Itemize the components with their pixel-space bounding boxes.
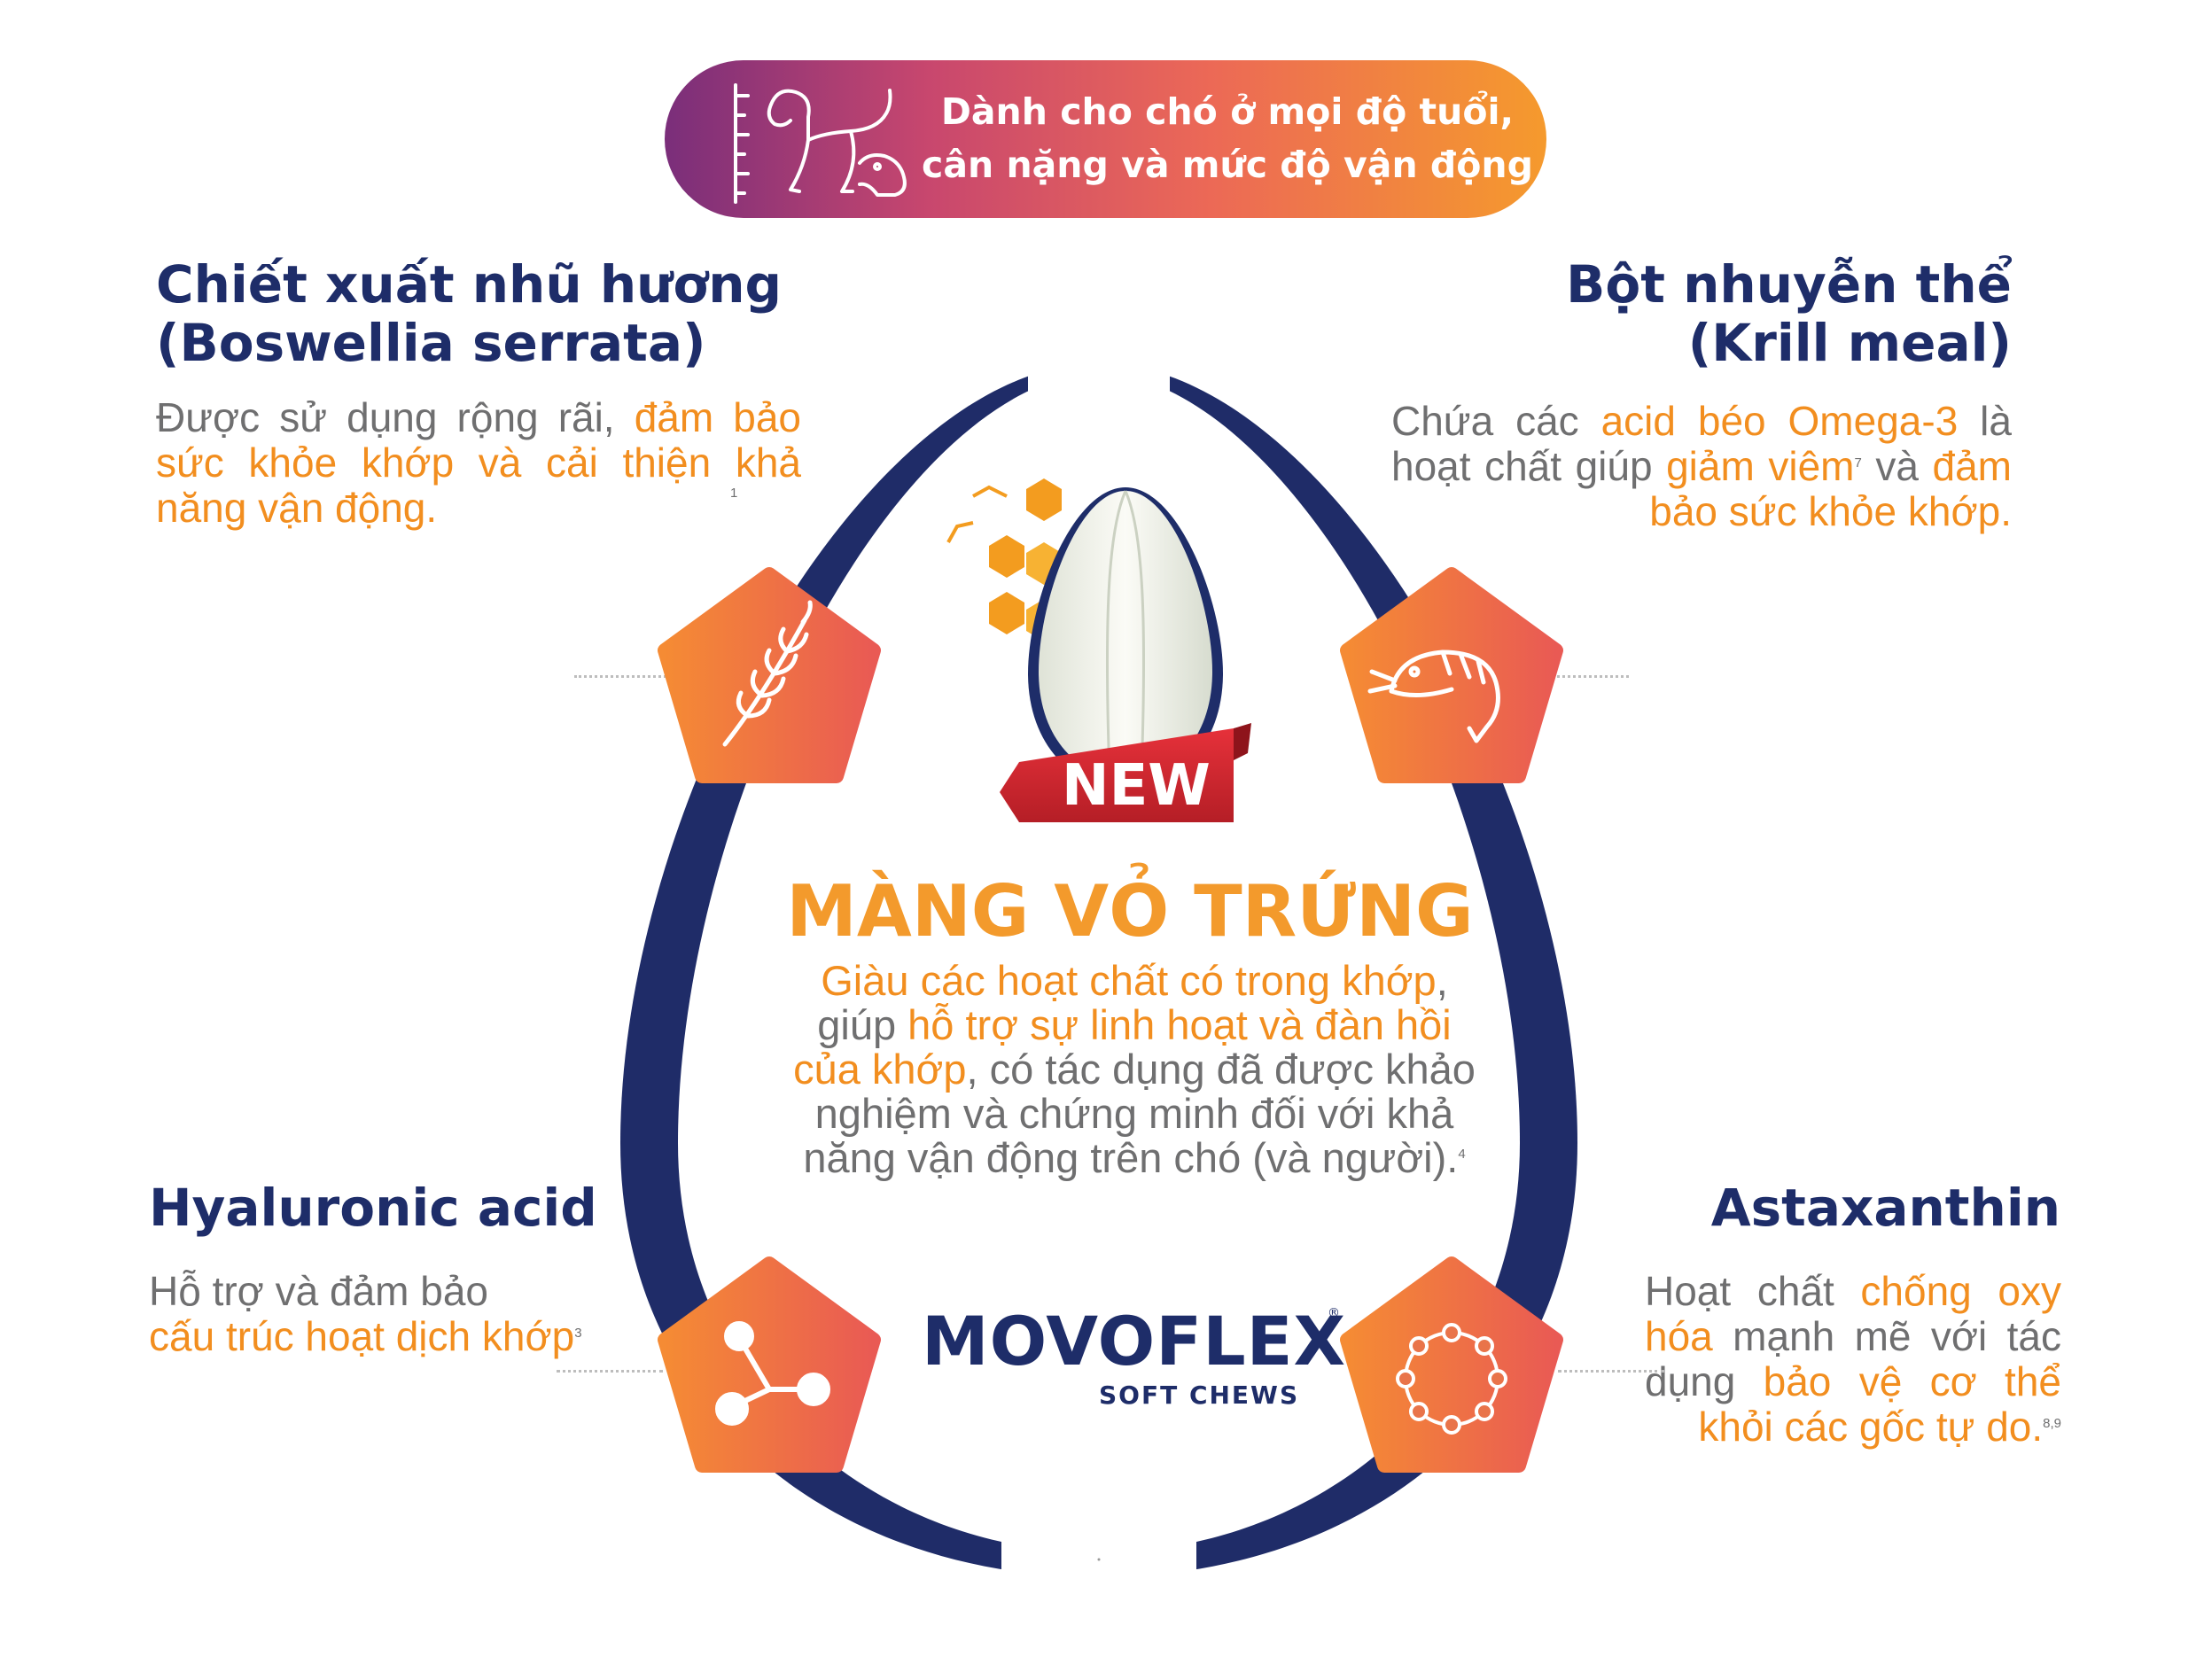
shrimp-icon [1367, 649, 1500, 743]
ring-molecule-icon [1396, 1323, 1507, 1435]
boswellia-title-line2: (Boswellia serrata) [156, 313, 706, 373]
astaxanthin-title: Astaxanthin [1710, 1178, 2060, 1238]
boswellia-title: Chiết xuất nhũ hương (Boswellia serrata) [156, 255, 829, 372]
banner-line1: Dành cho chó ở mọi độ tuổi, [940, 90, 1515, 133]
hyaluronic-desc-b: cấu trúc hoạt dịch khớp [149, 1313, 575, 1359]
center-desc: Giàu các hoạt chất có trong khớp, giúp h… [780, 959, 1489, 1180]
connector-top-left [574, 675, 672, 678]
krill-title: Bột nhuyễn thể (Krill meal) [1365, 255, 2012, 372]
hyaluronic-desc: Hỗ trợ và đảm bảo cấu trúc hoạt dịch khớ… [149, 1269, 769, 1359]
krill-title-line1: Bột nhuyễn thể [1566, 254, 2012, 315]
astaxanthin-ref: 8,9 [2043, 1416, 2061, 1431]
pentagon-astaxanthin [1340, 1256, 1563, 1473]
astaxanthin-desc-c: mạnh mẽ với tác dụng [1645, 1313, 2061, 1404]
center-desc-b: , giúp [817, 957, 1448, 1048]
logo-brand: MOVOFLEX [922, 1302, 1347, 1381]
center-title: MÀNG VỎ TRỨNG [786, 870, 1474, 953]
krill-desc-e: và [1861, 443, 1933, 489]
connector-bottom-left [557, 1370, 663, 1373]
dogs-height-icon [734, 83, 907, 204]
logo-registered: ® [1328, 1306, 1340, 1320]
krill-desc-b: acid béo Omega-3 [1600, 398, 1959, 444]
krill-desc-f: đảm bảo sức khỏe khớp. [1649, 443, 2012, 534]
astaxanthin-desc-b: chống oxy hóa [1645, 1268, 2061, 1359]
astaxanthin-desc-a: Hoạt chất [1645, 1268, 1861, 1314]
pentagon-hyaluronic [658, 1256, 881, 1473]
pentagon-boswellia [658, 567, 881, 783]
krill-desc: Chứa các acid béo Omega-3 là hoạt chất g… [1391, 399, 2012, 534]
center-desc-d: , có tác dụng đã được khảo nghiệm và chứ… [803, 1046, 1476, 1181]
hyaluronic-ref: 3 [574, 1326, 582, 1341]
molecule-icon [715, 1321, 830, 1426]
krill-title-line2: (Krill meal) [1687, 313, 2012, 373]
astaxanthin-desc-d: bảo vệ cơ thể khỏi các gốc tự do. [1698, 1358, 2061, 1450]
connector-top-right [1531, 675, 1629, 678]
boswellia-title-line1: Chiết xuất nhũ hương [156, 254, 783, 315]
new-badge [1000, 723, 1251, 822]
hyaluronic-title: Hyaluronic acid [149, 1178, 597, 1238]
pentagon-krill [1340, 567, 1563, 783]
boswellia-desc: Được sử dụng rộng rãi, đảm bảo sức khỏe … [156, 395, 801, 531]
boswellia-desc-b: đảm bảo sức khỏe khớp và cải thiện khả n… [156, 394, 802, 531]
krill-ref: 7 [1854, 455, 1862, 471]
astaxanthin-desc: Hoạt chất chống oxy hóa mạnh mẽ với tác … [1645, 1269, 2061, 1450]
new-badge-label: NEW [1062, 753, 1211, 819]
banner-text: Dành cho chó ở mọi độ tuổi, cân nặng và … [922, 85, 1533, 191]
logo-sub: SOFT CHEWS [1099, 1381, 1300, 1410]
egg-icon [946, 478, 1251, 822]
boswellia-desc-a: Được sử dụng rộng rãi, [156, 394, 635, 440]
center-desc-c: hỗ trợ sự linh hoạt và đàn hồi của khớp [793, 1001, 1452, 1093]
connector-bottom-right [1558, 1370, 1664, 1373]
krill-desc-a: Chứa các [1391, 398, 1601, 444]
banner-line2: cân nặng và mức độ vận động [922, 144, 1533, 186]
center-desc-a: Giàu các hoạt chất có trong khớp [821, 957, 1437, 1004]
boswellia-ref: 1 [730, 486, 738, 501]
wheat-icon [722, 600, 813, 747]
hyaluronic-desc-a: Hỗ trợ và đảm bảo [149, 1268, 489, 1314]
krill-desc-d: giảm viêm [1666, 443, 1855, 489]
krill-desc-c: là hoạt chất giúp [1391, 398, 2012, 489]
movoflex-logo: MOVOFLEX ® SOFT CHEWS [922, 1304, 1347, 1411]
center-ref: 4 [1458, 1147, 1466, 1162]
